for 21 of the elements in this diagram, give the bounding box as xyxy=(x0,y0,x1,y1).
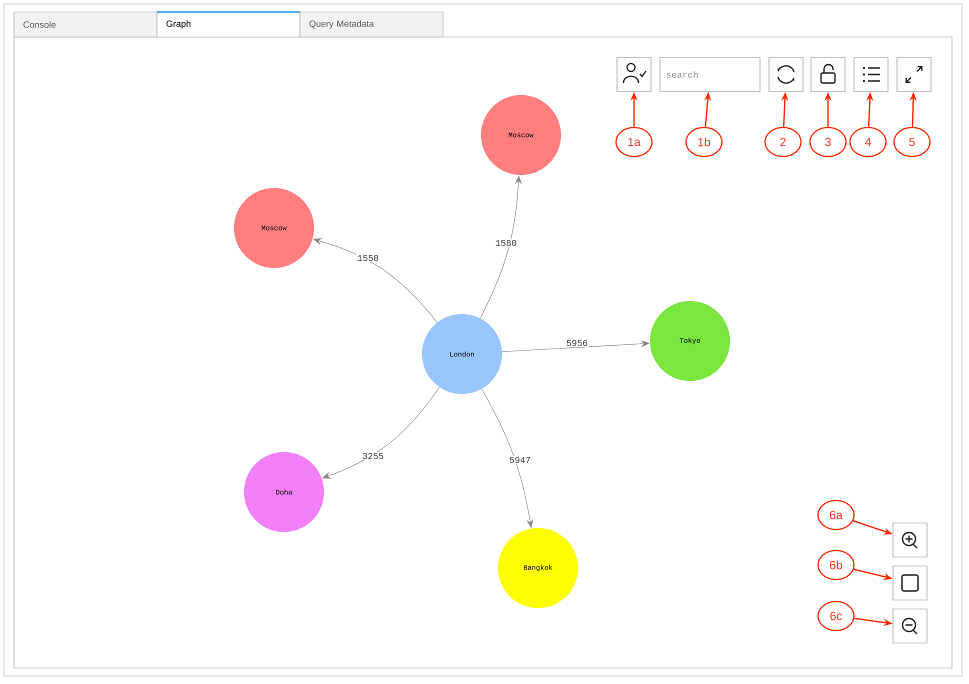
icon-button xyxy=(768,57,804,92)
callout-number: 2 xyxy=(764,126,802,158)
callout-number: 6a xyxy=(817,500,855,530)
tab: Query Metadata xyxy=(300,12,444,38)
icon-button xyxy=(854,57,888,92)
callout-number: 1b xyxy=(685,126,723,158)
search-field: search xyxy=(660,57,760,92)
icon-button xyxy=(616,57,652,92)
icon-button xyxy=(810,57,846,92)
callout-number: 1a xyxy=(615,126,653,158)
callout-number: 5 xyxy=(893,126,931,158)
callout-number: 3 xyxy=(809,126,847,158)
tab: Console xyxy=(14,12,158,38)
icon-button xyxy=(896,57,932,92)
icon-button xyxy=(892,566,928,600)
tab: Graph xyxy=(156,11,300,38)
icon-button xyxy=(892,522,928,558)
callout-number: 6b xyxy=(817,550,855,580)
callout-number: 6c xyxy=(817,600,855,632)
icon-button xyxy=(892,608,928,644)
callout-number: 4 xyxy=(849,126,887,158)
